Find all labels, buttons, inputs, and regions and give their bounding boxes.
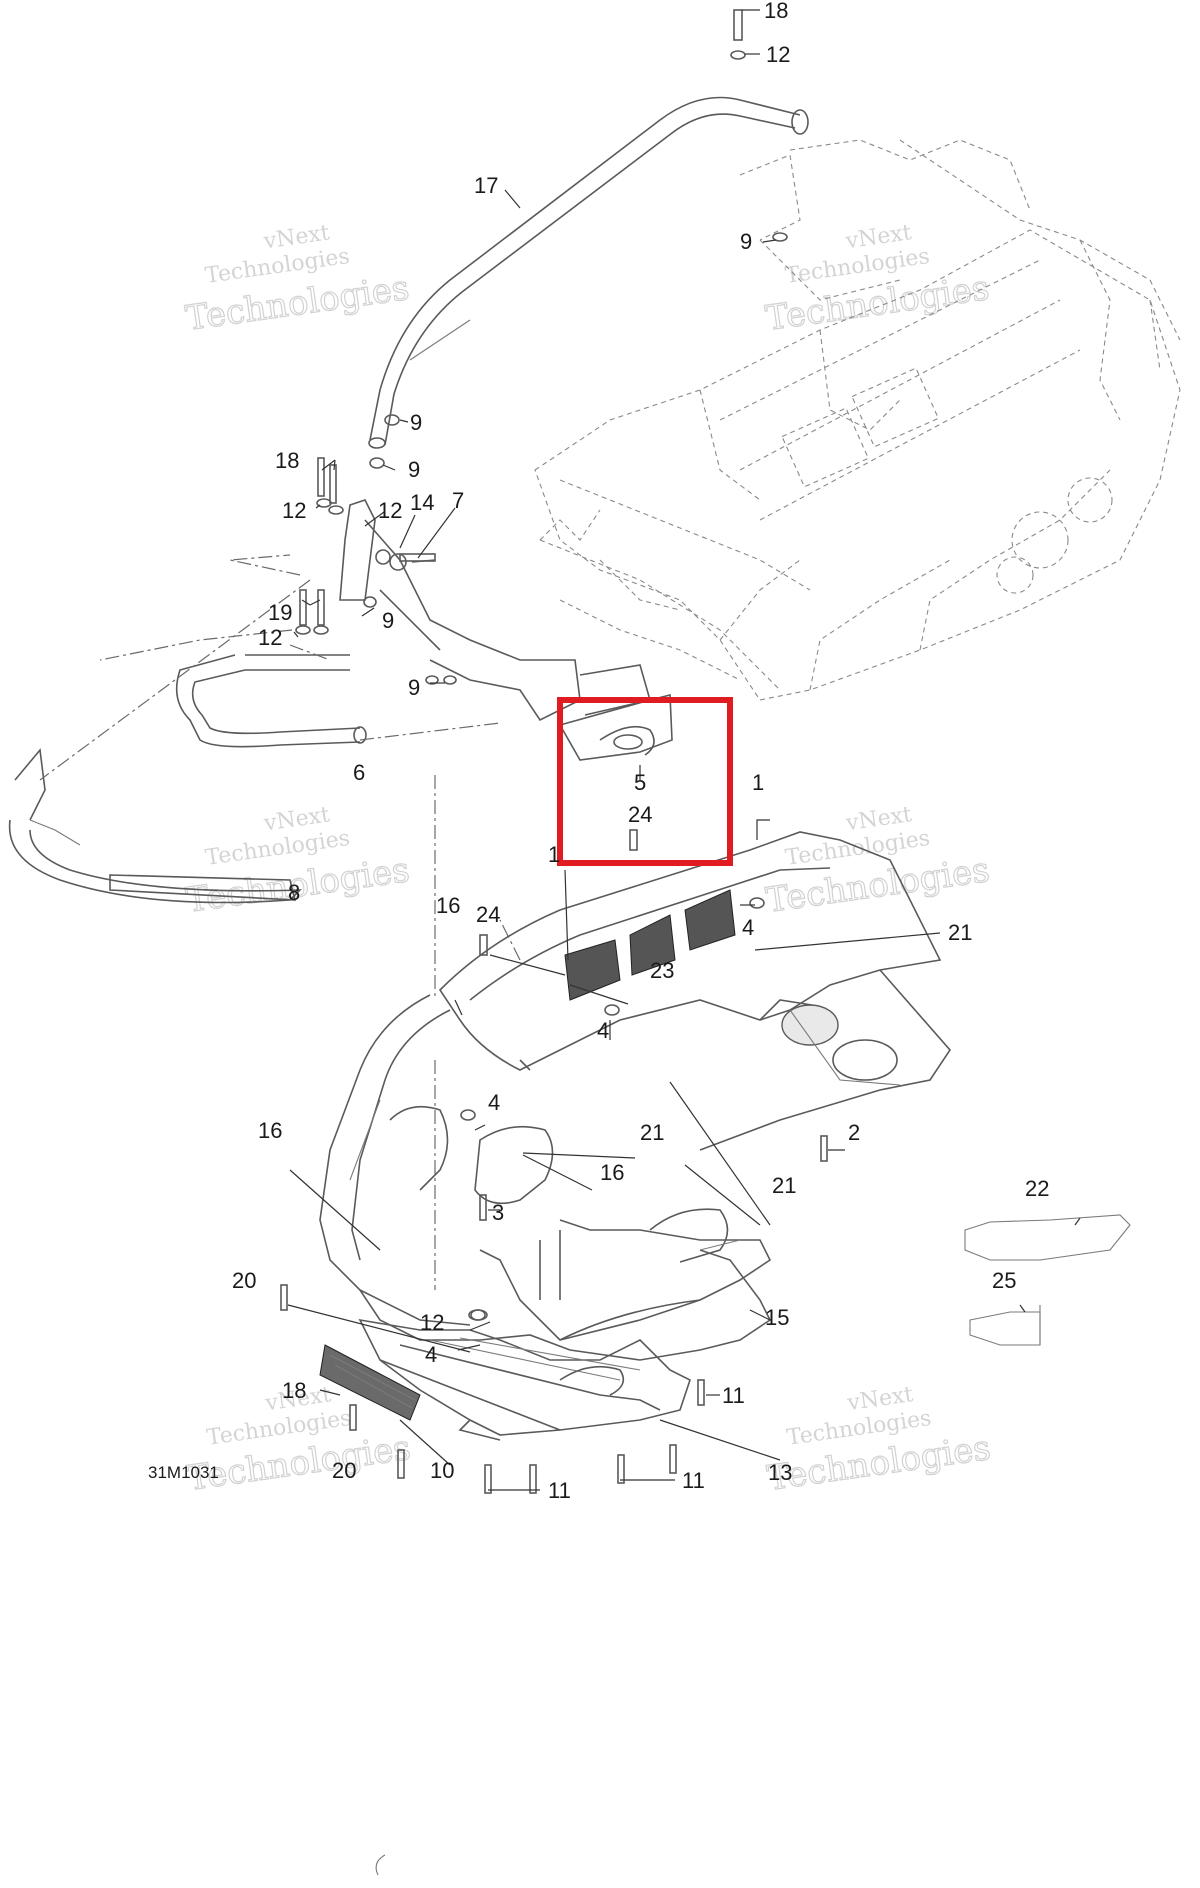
callout: 21 <box>772 1173 796 1198</box>
watermark: vNext Technologies Technologies <box>763 802 993 921</box>
highlight-box <box>557 697 733 866</box>
front-bumper-part-8 <box>8 748 302 904</box>
callout: 4 <box>742 915 754 940</box>
nose-body-part-15 <box>319 994 772 1361</box>
callout: 4 <box>597 1018 609 1043</box>
callout: 9 <box>382 608 394 633</box>
callout: 20 <box>332 1458 356 1483</box>
callout: 9 <box>410 410 422 435</box>
decal-part-22 <box>964 1214 1131 1261</box>
skid-plate-part-10 <box>358 1318 691 1441</box>
grille-part-19 <box>319 1344 421 1421</box>
callout: 12 <box>258 625 282 650</box>
callout: 6 <box>353 760 365 785</box>
steering-loop-part-17 <box>368 96 809 449</box>
callout: 9 <box>408 457 420 482</box>
callout: 12 <box>420 1310 444 1335</box>
callout: 16 <box>600 1160 624 1185</box>
callout: 19 <box>268 600 292 625</box>
callout: 25 <box>992 1268 1016 1293</box>
front-bumper-part-6 <box>175 654 367 748</box>
chassis-frame <box>534 139 1181 701</box>
callout: 21 <box>640 1120 664 1145</box>
callout-labels: 18 12 17 9 9 9 18 12 12 14 7 19 12 9 9 6… <box>148 0 1049 1503</box>
callout: 8 <box>288 880 300 905</box>
callout: 5 <box>634 770 646 795</box>
callout: 20 <box>232 1268 256 1293</box>
callout: 24 <box>628 802 652 827</box>
callout: 7 <box>452 488 464 513</box>
callout: 11 <box>548 1478 571 1503</box>
drawing-code: 31M1031 <box>148 1463 219 1482</box>
callout: 3 <box>492 1200 504 1225</box>
leader-lines <box>287 9 1081 1491</box>
watermark: vNext Technologies Technologies <box>183 220 413 339</box>
callout: 11 <box>722 1383 745 1408</box>
callout: 1 <box>752 770 764 795</box>
callout: 12 <box>378 498 402 523</box>
watermark-group: vNext Technologies Technologies vNext Te… <box>183 220 994 1499</box>
callout: 10 <box>430 1458 454 1483</box>
watermark: vNext Technologies Technologies <box>763 220 993 339</box>
stray-mark <box>375 1854 386 1876</box>
callout: 18 <box>275 448 299 473</box>
callout: 9 <box>740 229 752 254</box>
callout: 18 <box>764 0 788 23</box>
mount-bracket-part-5 <box>558 693 673 761</box>
callout: 24 <box>476 902 500 927</box>
callout: 11 <box>682 1468 705 1493</box>
fasteners <box>280 9 828 1494</box>
callout: 4 <box>425 1342 437 1367</box>
callout: 23 <box>650 958 674 983</box>
callout: 18 <box>282 1378 306 1403</box>
callout: 9 <box>408 675 420 700</box>
callout: 17 <box>474 173 498 198</box>
callout: 13 <box>768 1460 792 1485</box>
callout: 12 <box>766 42 790 67</box>
alignment-lines <box>39 554 521 1290</box>
callout: 2 <box>848 1120 860 1145</box>
callout: 1 <box>548 842 560 867</box>
callout: 12 <box>282 498 306 523</box>
callout: 16 <box>258 1118 282 1143</box>
callout: 16 <box>436 893 460 918</box>
callout: 15 <box>765 1305 789 1330</box>
decal-part-25 <box>969 1305 1041 1346</box>
callout: 21 <box>948 920 972 945</box>
callout: 4 <box>488 1090 500 1115</box>
callout: 14 <box>410 490 434 515</box>
callout: 22 <box>1025 1176 1049 1201</box>
